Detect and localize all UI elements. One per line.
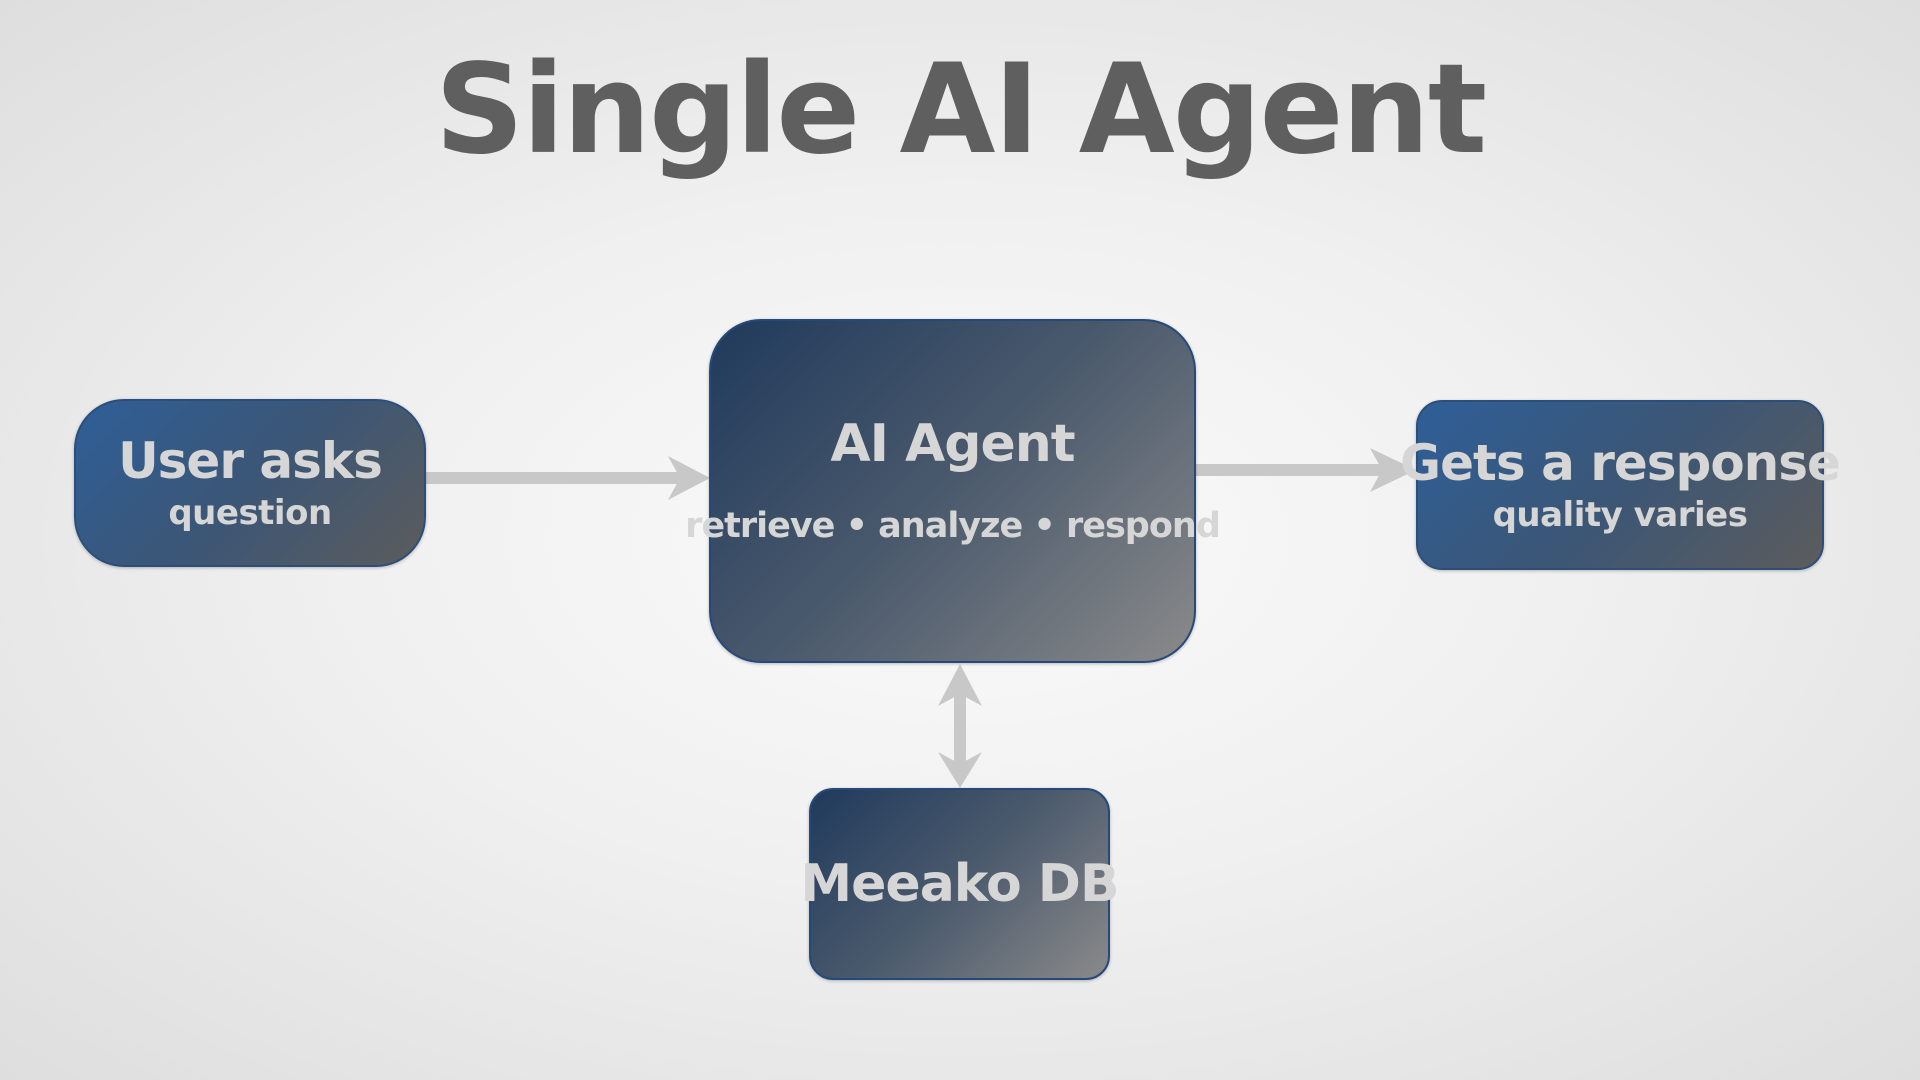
- node-user-label: User asks: [118, 432, 383, 490]
- node-meeako-db: Meeako DB: [800, 788, 1120, 980]
- node-user-sublabel: question: [168, 493, 332, 533]
- node-agent-label: AI Agent: [830, 414, 1075, 474]
- arrow-agent-db-bidirectional: [938, 664, 982, 788]
- diagram-title: Single AI Agent: [434, 38, 1487, 182]
- node-response-sublabel: quality varies: [1492, 495, 1748, 535]
- node-ai-agent: AI Agent retrieve • analyze • respond: [685, 319, 1221, 663]
- node-gets-response: Gets a response quality varies: [1400, 400, 1841, 570]
- node-agent-sublabel: retrieve • analyze • respond: [685, 506, 1221, 546]
- arrow-agent-to-response: [1196, 448, 1416, 492]
- node-db-label: Meeako DB: [800, 854, 1119, 914]
- node-user-asks: User asks question: [74, 399, 426, 567]
- arrow-user-to-agent: [426, 456, 710, 500]
- node-response-label: Gets a response: [1400, 434, 1841, 492]
